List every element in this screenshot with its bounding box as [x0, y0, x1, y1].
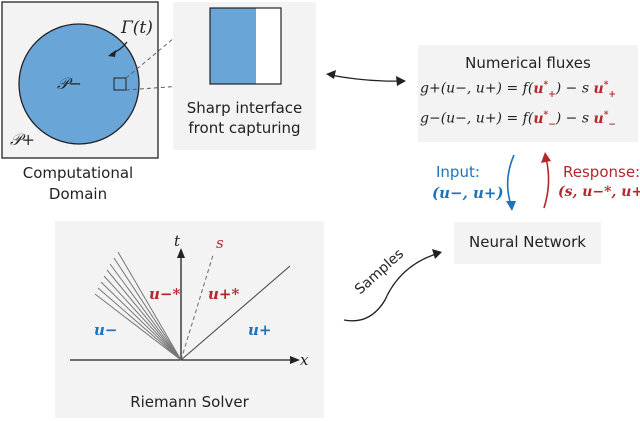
- u-minus-label: u−: [94, 321, 118, 339]
- flux-plus-close: ): [555, 80, 562, 97]
- flux-plus-minus: − s: [561, 80, 594, 97]
- interface-pointer-head: [108, 50, 116, 57]
- network-panel: [454, 222, 601, 264]
- flux-minus-minus: − s: [561, 110, 594, 127]
- zoom-caption-line1: Sharp interface: [186, 99, 303, 117]
- input-value: (u−, u+): [432, 184, 504, 202]
- zoom-fill-blue: [210, 8, 256, 84]
- u-plus-star-label: u+*: [208, 285, 240, 303]
- zoom-caption-line2: front capturing: [188, 119, 301, 137]
- t-axis-head: [177, 248, 185, 258]
- s-line: [180, 254, 214, 361]
- outer-phase-label: 𝒫+: [10, 130, 35, 149]
- rarefaction-fan: [94, 251, 182, 361]
- domain-caption-line2: Domain: [48, 185, 108, 203]
- zoom-window: [113, 77, 127, 91]
- x-axis-head: [290, 356, 300, 364]
- interface-label: Γ(t): [121, 18, 153, 38]
- flux-equation-plus: g+(u−, u+) = f(u*+) − s u*+: [420, 80, 616, 99]
- flux-minus-close: ): [555, 110, 562, 127]
- right-wave: [180, 265, 291, 361]
- t-axis-label: t: [174, 232, 181, 250]
- zoom-frame: [209, 7, 282, 85]
- domain-boundary: [1, 1, 159, 159]
- response-label: Response:: [563, 163, 640, 181]
- riemann-panel: [55, 221, 324, 418]
- inner-phase-label: 𝒫−: [57, 74, 82, 93]
- input-arrow: [506, 154, 515, 206]
- flux-minus-f: f(: [522, 110, 534, 127]
- flux-plus-ustar: u*+: [533, 80, 556, 100]
- u-plus-label: u+: [248, 321, 272, 339]
- x-axis-label: x: [300, 351, 309, 369]
- input-label: Input:: [436, 163, 480, 181]
- domain-caption-line1: Computational: [22, 164, 134, 182]
- s-label: s: [216, 234, 224, 252]
- flux-plus-ustar2: u*+: [593, 80, 616, 100]
- response-value: (s, u−*, u+*): [558, 184, 640, 200]
- zoom-fill-white: [256, 8, 281, 84]
- interface-circle: [18, 23, 140, 145]
- flux-plus-f: f(: [522, 80, 534, 97]
- u-minus-star-label: u−*: [149, 285, 181, 303]
- flux-minus-ustar: u*−: [533, 110, 556, 130]
- riemann-caption: Riemann Solver: [130, 393, 249, 411]
- fluxes-panel: [418, 45, 638, 142]
- network-label: Neural Network: [469, 233, 586, 251]
- flux-equation-minus: g−(u−, u+) = f(u*−) − s u*−: [420, 110, 616, 129]
- flux-minus-lhs: g−(u−, u+) =: [420, 110, 523, 127]
- fluxes-title: Numerical fluxes: [465, 54, 591, 72]
- response-arrow: [543, 157, 550, 209]
- flux-minus-ustar2: u*−: [593, 110, 616, 130]
- flux-plus-lhs: g+(u−, u+) =: [420, 80, 523, 97]
